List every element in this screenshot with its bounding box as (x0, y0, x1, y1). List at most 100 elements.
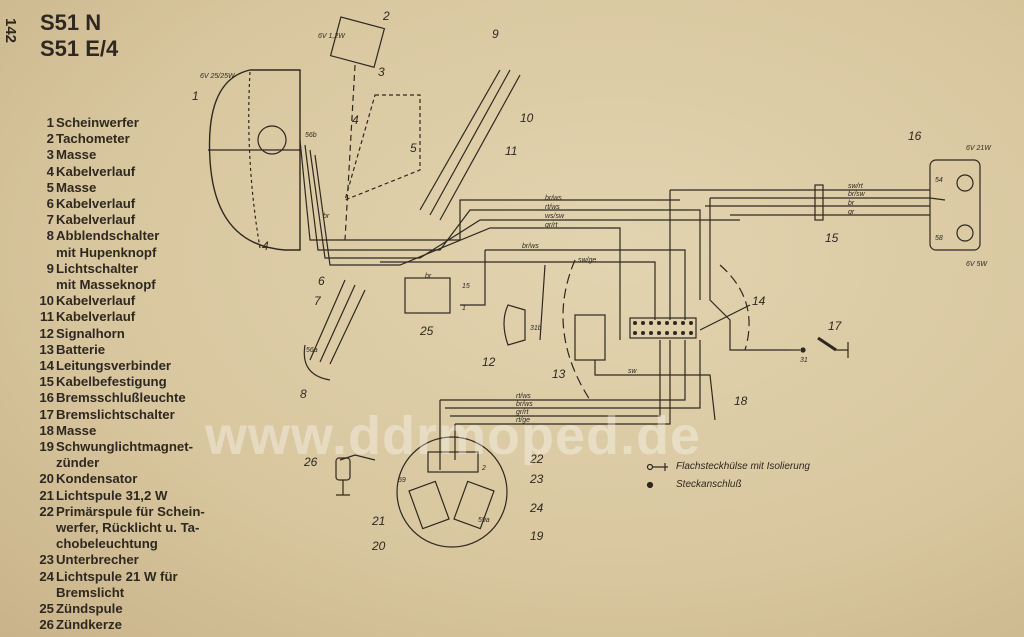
note-flat-connector: Flachsteckhülse mit Isolierung (676, 461, 810, 472)
wire-label: br/ws (516, 401, 533, 408)
svg-text:14: 14 (752, 294, 766, 308)
connector-pin (681, 331, 685, 335)
svg-text:23: 23 (529, 472, 544, 486)
legend-number: 14 (39, 358, 54, 374)
legend-number: 26 (39, 617, 54, 633)
terminal-56a: 56a (306, 347, 318, 354)
connector-pin (673, 331, 677, 335)
svg-text:2: 2 (382, 9, 390, 23)
wire-label: gr/rt (516, 409, 530, 416)
legend-text: Masse (56, 147, 97, 163)
svg-text:6: 6 (318, 274, 325, 288)
legend-text: Signalhorn (56, 325, 125, 341)
legend-text: Bremslicht (56, 584, 125, 600)
legend-text: Batterie (56, 341, 106, 357)
tail-rating: 6V 5W (966, 261, 988, 268)
legend-text: Leitungsverbinder (56, 358, 172, 374)
legend-text: Zündkerze (56, 617, 122, 633)
svg-text:20: 20 (371, 539, 386, 553)
terminal-54: 54 (935, 177, 943, 184)
legend-text: mit Hupenknopf (56, 244, 157, 260)
svg-text:9: 9 (492, 27, 499, 41)
connector-pin (681, 321, 685, 325)
title-line-2: S51 E/4 (40, 36, 119, 61)
terminal-56b: 56b (305, 132, 317, 139)
wire-label: rt/ws (516, 393, 531, 400)
svg-text:3: 3 (378, 65, 385, 79)
connector-pin (641, 331, 645, 335)
svg-text:13: 13 (552, 367, 566, 381)
battery (574, 314, 606, 361)
watermark: www.ddrmoped.de (205, 406, 702, 466)
brake-tail-light (929, 159, 981, 251)
svg-text:12: 12 (482, 355, 496, 369)
brake-rating: 6V 21W (966, 145, 992, 152)
tachometer (329, 16, 386, 69)
legend-text: Tachometer (56, 131, 130, 147)
headlamp (208, 69, 301, 251)
terminal-31: 31 (800, 357, 808, 364)
terminal-31b: 31b (530, 325, 542, 332)
legend-number: 21 (39, 487, 54, 503)
terminal-59: 59 (398, 477, 406, 484)
wire-label: br (425, 273, 432, 280)
terminal-58: 58 (935, 235, 943, 242)
legend-text: Bremslichtschalter (56, 406, 175, 422)
flywheel-magneto (396, 436, 508, 548)
connector-pin (689, 331, 693, 335)
legend-text: Bremsschlußleuchte (56, 390, 186, 406)
legend-number: 10 (39, 293, 54, 309)
legend-text: zünder (56, 455, 100, 471)
legend-item: Bremslicht (34, 585, 205, 601)
legend-number: 3 (46, 147, 54, 163)
legend-number: 23 (39, 552, 54, 568)
svg-text:1: 1 (192, 89, 199, 103)
legend-text: Kabelverlauf (56, 196, 136, 212)
connector-pin (657, 331, 661, 335)
legend-text: Lichtschalter (56, 260, 139, 276)
wire-label: sw (628, 368, 638, 375)
legend-text: Unterbrecher (56, 552, 139, 568)
wire-label: br (323, 213, 330, 220)
legend-text: Masse (56, 422, 97, 438)
svg-text:11: 11 (505, 144, 517, 158)
legend-item: zünder (34, 455, 205, 471)
signal-horn (503, 304, 526, 346)
legend-item: mit Hupenknopf (34, 245, 205, 261)
legend-text: Kabelverlauf (56, 163, 136, 179)
legend-text: Zündspule (56, 601, 123, 617)
connector-pin (641, 321, 645, 325)
wire-label: rt/ws (545, 204, 560, 211)
connector-pin (633, 321, 637, 325)
legend-number: 24 (39, 568, 54, 584)
svg-text:22: 22 (529, 452, 544, 466)
wire-label: sw/ge (578, 257, 596, 264)
legend-text: Scheinwerfer (56, 115, 139, 130)
svg-text:10: 10 (520, 111, 534, 125)
legend-text: Abblendschalter (56, 228, 160, 244)
wire-connector (629, 317, 697, 339)
legend-text: Kabelverlauf (56, 309, 136, 325)
terminal-15: 15 (462, 283, 470, 290)
legend-number: 1 (46, 115, 54, 130)
tacho-rating: 6V 1,2W (318, 33, 346, 40)
